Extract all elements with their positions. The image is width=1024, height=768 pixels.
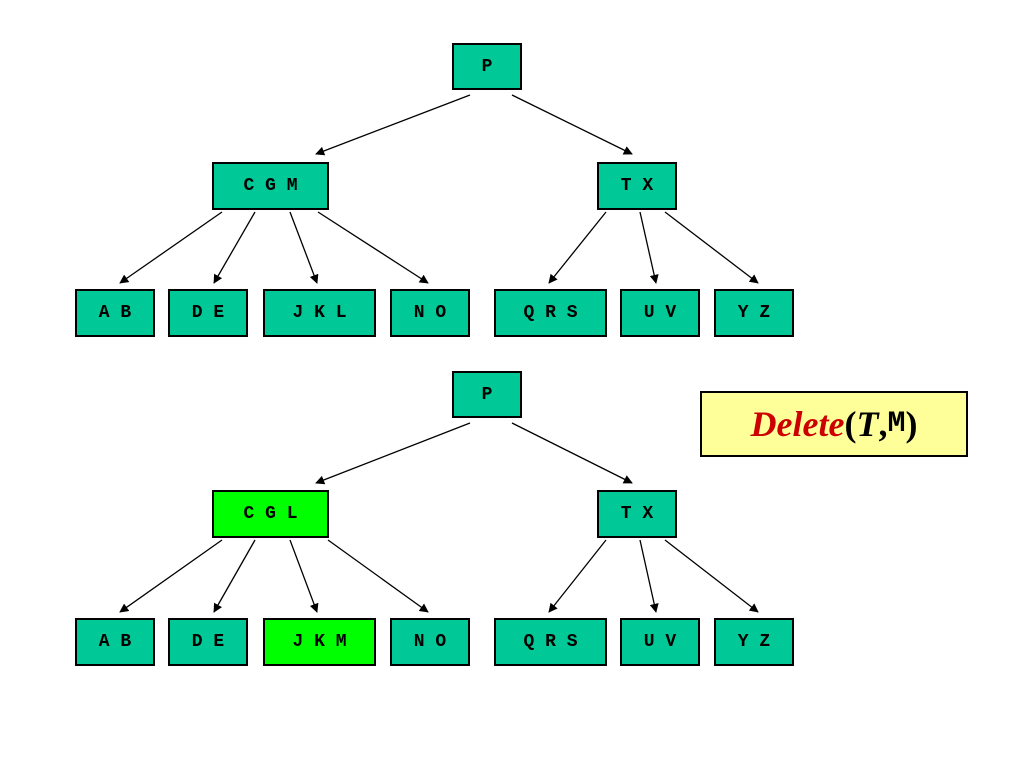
edge-before-tx-yz xyxy=(664,211,759,284)
caption-open-paren: ( xyxy=(844,404,857,444)
caption-key-argument: M xyxy=(887,407,906,441)
edge-after-cgl-ab xyxy=(119,539,223,613)
edge-after-root-right xyxy=(511,422,633,484)
edge-after-cgl-jkm xyxy=(289,539,319,613)
edge-before-tx-qrs xyxy=(548,211,607,284)
node-before-internal-right: T X xyxy=(597,162,677,210)
node-before-leaf-3: J K L xyxy=(263,289,376,337)
node-after-leaf-6: U V xyxy=(620,618,700,666)
edge-before-cgm-jkl xyxy=(289,211,319,284)
edge-before-root-right xyxy=(511,94,633,155)
node-before-leaf-2: D E xyxy=(168,289,248,337)
node-before-internal-left: C G M xyxy=(212,162,329,210)
edge-after-cgl-no xyxy=(327,539,429,613)
caption-tree-argument: T xyxy=(856,404,879,444)
node-after-internal-right: T X xyxy=(597,490,677,538)
node-after-leaf-4: N O xyxy=(390,618,470,666)
edge-after-cgl-de xyxy=(213,539,256,613)
node-before-leaf-1: A B xyxy=(75,289,155,337)
node-before-leaf-4: N O xyxy=(390,289,470,337)
edge-after-tx-yz xyxy=(664,539,759,613)
node-before-leaf-6: U V xyxy=(620,289,700,337)
node-after-leaf-5: Q R S xyxy=(494,618,607,666)
node-before-leaf-5: Q R S xyxy=(494,289,607,337)
node-after-leaf-7: Y Z xyxy=(714,618,794,666)
edge-before-tx-uv xyxy=(639,211,659,284)
node-after-leaf-2: D E xyxy=(168,618,248,666)
edge-before-cgm-ab xyxy=(119,211,223,284)
caption-separator: , xyxy=(878,404,888,444)
edge-after-root-left xyxy=(315,422,471,485)
edge-after-tx-qrs xyxy=(548,539,607,613)
delete-operation-caption: Delete(T ,M) xyxy=(700,391,968,457)
node-after-internal-left: C G L xyxy=(212,490,329,538)
edge-before-cgm-no xyxy=(317,211,429,284)
node-before-root: P xyxy=(452,43,522,90)
caption-function-name: Delete xyxy=(750,404,845,444)
node-after-leaf-1: A B xyxy=(75,618,155,666)
edge-after-tx-uv xyxy=(639,539,659,613)
edge-before-cgm-de xyxy=(213,211,256,284)
node-after-leaf-3: J K M xyxy=(263,618,376,666)
edge-before-root-left xyxy=(315,94,471,156)
node-before-leaf-7: Y Z xyxy=(714,289,794,337)
caption-close-paren: ) xyxy=(905,404,918,444)
node-after-root: P xyxy=(452,371,522,418)
